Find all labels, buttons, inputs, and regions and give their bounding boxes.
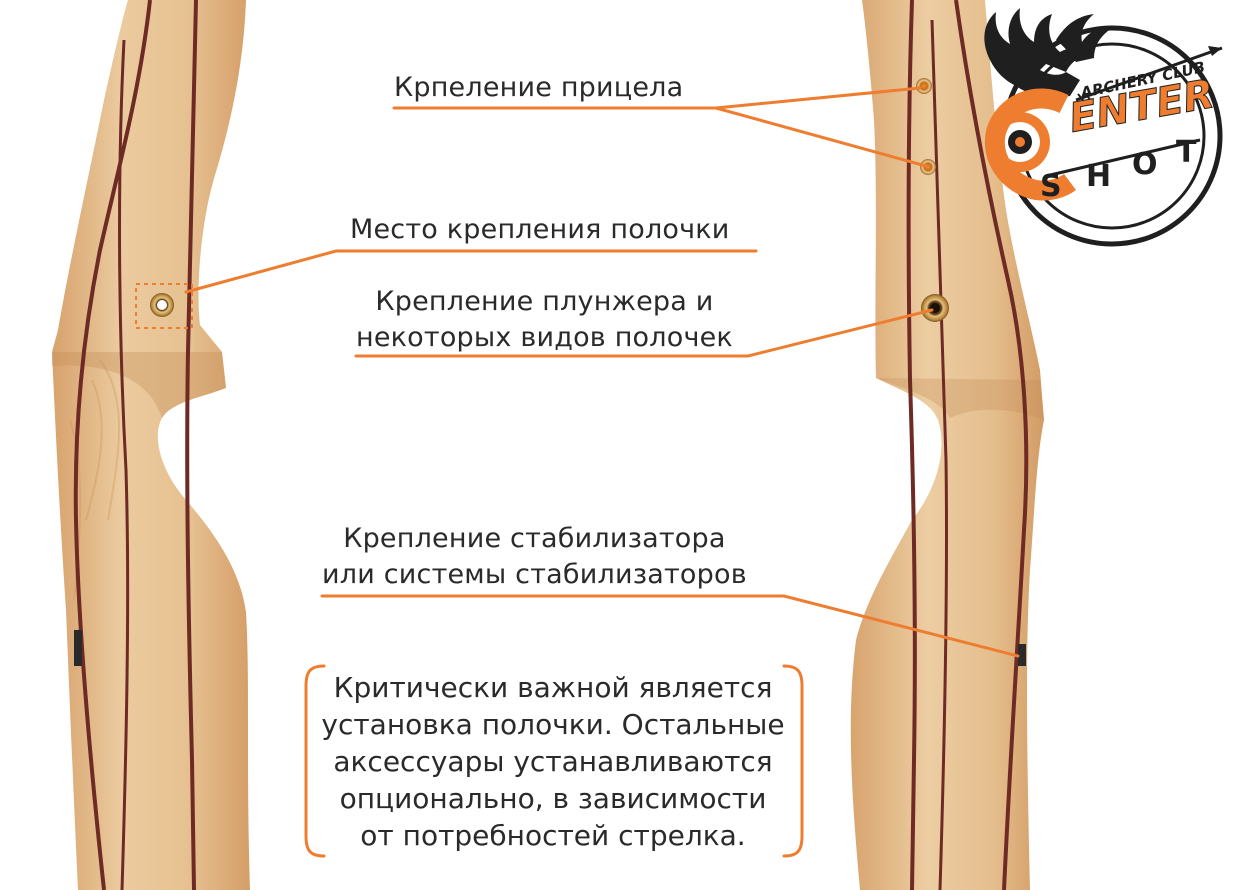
sight-mount-hole-top [916,78,932,94]
left-stripe-middle [185,0,198,890]
note-line-5: от потребностей стрелка. [360,818,746,852]
right-stripe-right [954,0,1029,890]
rest-mount-hole-center [157,300,167,310]
arrow-fletch-icon [1077,91,1093,105]
label-stabilizer-line1: Крепление стабилизатора [343,523,726,554]
note-line-2: установка полочки. Остальные [321,707,785,741]
label-plunger: Крепление плунжера и некоторых видов пол… [356,284,733,356]
right-riser-shadow [876,378,1044,420]
logo-shot-t: T [1176,135,1197,170]
arrow-head-icon [1208,46,1222,56]
label-plunger-line2: некоторых видов полочек [356,322,733,353]
arrow-icon [1075,46,1223,102]
label-sight-mount: Крпеление прицела [394,70,683,106]
right-riser [850,0,1044,890]
label-stabilizer-line2: или системы стабилизаторов [322,559,747,590]
importance-note: Критически важной является установка пол… [306,664,800,858]
note-bracket-left [304,664,326,858]
note-line-1: Критически важной является [333,670,773,704]
logo-shot-line [1045,138,1201,178]
left-stripe-inner [118,39,130,890]
left-riser-shadow [52,352,226,418]
logo-letter-c [984,88,1076,201]
leader-stabilizer [320,594,1020,658]
leader-lines [184,86,1020,658]
leader-plunger [354,308,934,358]
label-stabilizer: Крепление стабилизатора или системы стаб… [322,521,747,593]
label-rest-place: Место крепления полочки [350,212,730,248]
logo-shot-h: H [1086,159,1111,194]
right-stabilizer-bushing [1018,644,1026,666]
center-shot-logo: ARCHERY CLUB ENTER S H O T [984,8,1223,247]
sight-mount-hole-bottom [920,159,936,175]
note-bracket-right [782,664,804,858]
left-stripe-outer [73,0,152,890]
target-bullseye [1015,137,1025,147]
deer-icon [984,8,1086,98]
rest-mount-highlight [135,283,193,329]
right-stripe-left [906,0,917,890]
logo-shot-s: S [1040,169,1062,204]
left-riser-body [52,0,250,890]
label-sight-mount-text: Крпеление прицела [394,72,684,103]
logo-shot-o: O [1132,147,1158,182]
deer-antler-right [1056,14,1112,62]
note-line-4: опционально, в зависимости [339,781,767,815]
note-line-3: аксессуары устанавливаются [333,744,773,778]
leader-sight [392,86,928,168]
label-plunger-line1: Крепление плунжера и [375,286,714,317]
note-brackets [304,664,804,858]
left-stabilizer-bushing [74,630,82,666]
right-stripe-thin [930,19,949,890]
label-rest-place-text: Место крепления полочки [350,214,730,245]
leader-rest [184,249,758,294]
left-riser [52,0,250,890]
